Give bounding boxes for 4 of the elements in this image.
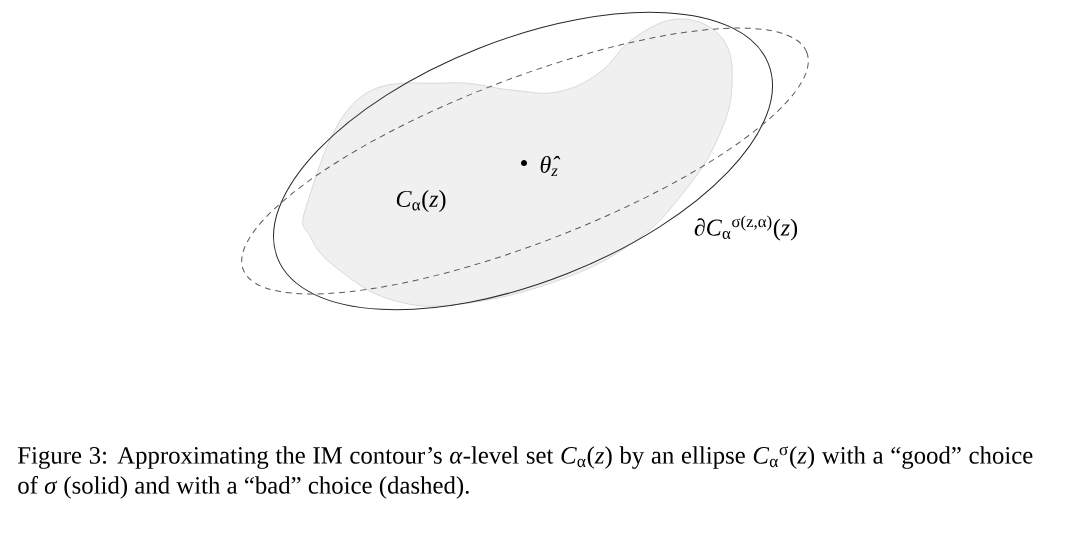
math-label: C$_{α}$(z) — [396, 190, 446, 212]
figure-caption: Figure 3: Approximating the IM contour’s α-level set C$_{α}$(z) by an ellipse C$_{α}$$^{σ}$(z) with a “good” choice of σ (solid) and with a “bad” choice (dashed). — [18, 446, 1033, 499]
math-label: θ̂$_{z}$ — [540, 155, 561, 177]
math-label: ∂C$_{α}$$^{σ(z,α)}$(z) — [694, 215, 798, 241]
